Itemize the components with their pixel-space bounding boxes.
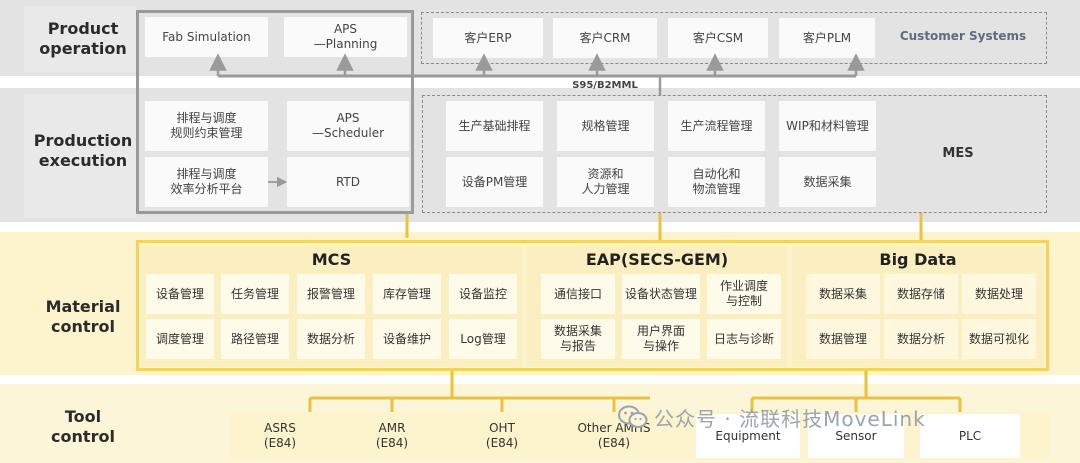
bigdata-title: Big Data (879, 249, 957, 269)
tier-label-panel-mat (24, 238, 136, 370)
mes-cell-data-collection: 数据采集 (779, 157, 876, 207)
mes-cell-automation-logistics: 自动化和 物流管理 (668, 157, 765, 207)
mcs-cell-equipment-monitor: 设备监控 (449, 274, 517, 314)
customer-erp-box: 客户ERP (433, 18, 543, 58)
tier-label-product-operation: Product operation (39, 19, 127, 58)
mcs-cell-alarm-mgmt: 报警管理 (297, 274, 365, 314)
wechat-icon (618, 404, 648, 430)
customer-plm-box: 客户PLM (779, 18, 875, 58)
mes-cell-resource-hr: 资源和 人力管理 (557, 157, 654, 207)
bigdata-cell-analysis: 数据分析 (884, 319, 958, 359)
mcs-cell-data-analysis: 数据分析 (297, 319, 365, 359)
mcs-cell-equipment-mgmt: 设备管理 (146, 274, 214, 314)
tier-label-material-control: Material control (45, 297, 121, 336)
mes-cell-equipment-pm: 设备PM管理 (446, 157, 543, 207)
customer-csm-box: 客户CSM (668, 18, 768, 58)
aps-column-frame (136, 10, 414, 214)
aps-planning-box: APS —Planning (284, 17, 407, 57)
eap-cell-job-dispatch: 作业调度 与控制 (707, 274, 781, 314)
mes-frame (422, 95, 1047, 213)
rtd-box: RTD (287, 157, 409, 207)
tier-label-panel-mid (24, 94, 136, 218)
bus-label: S95/B2MML (572, 79, 638, 91)
eap-cell-ui-operation: 用户界面 与操作 (622, 319, 700, 359)
tier-label-tool-control: Tool control (51, 407, 115, 446)
mcs-cell-dispatch-mgmt: 调度管理 (146, 319, 214, 359)
customer-systems-label: Customer Systems (899, 29, 1027, 43)
tool-asrs: ASRS (E84) (263, 421, 297, 450)
bigdata-cell-storage: 数据存储 (884, 274, 958, 314)
customer-systems-frame (421, 12, 1047, 64)
tool-oht: OHT (E84) (485, 421, 519, 450)
eap-cell-log-diagnostics: 日志与诊断 (707, 319, 781, 359)
bigdata-cell-collection: 数据采集 (806, 274, 880, 314)
mcs-cell-task-mgmt: 任务管理 (221, 274, 289, 314)
mcs-cell-inventory-mgmt: 库存管理 (373, 274, 441, 314)
eap-cell-data-report: 数据采集 与报告 (541, 319, 615, 359)
scheduling-rules-box: 排程与调度 规则约束管理 (145, 101, 268, 151)
tool-other-amhs: Other AMHS (E84) (577, 421, 651, 450)
watermark-text: 公众号 · 流联科技MoveLink (654, 406, 926, 431)
aps-scheduler-box: APS —Scheduler (287, 101, 409, 151)
customer-crm-box: 客户CRM (553, 18, 657, 58)
mes-cell-process-flow: 生产流程管理 (668, 101, 765, 151)
fab-simulation-box: Fab Simulation (145, 17, 268, 57)
scheduling-efficiency-box: 排程与调度 效率分析平台 (145, 157, 268, 207)
mcs-cell-log-mgmt: Log管理 (449, 319, 517, 359)
tool-amr: AMR (E84) (375, 421, 409, 450)
mes-label: MES (942, 145, 974, 161)
eap-title: EAP(SECS-GEM) (585, 249, 729, 269)
mes-cell-basic-scheduling: 生产基础排程 (446, 101, 543, 151)
bigdata-cell-processing: 数据处理 (962, 274, 1036, 314)
bigdata-cell-visualization: 数据可视化 (962, 319, 1036, 359)
eap-cell-comm-interface: 通信接口 (541, 274, 615, 314)
mcs-cell-route-mgmt: 路径管理 (221, 319, 289, 359)
tool-plc: PLC (920, 414, 1020, 458)
tier-label-panel-top (24, 6, 136, 72)
mcs-cell-equipment-maint: 设备维护 (373, 319, 441, 359)
tool-sensor: Sensor (808, 414, 904, 458)
mes-cell-spec-management: 规格管理 (557, 101, 654, 151)
bigdata-cell-management: 数据管理 (806, 319, 880, 359)
tool-equipment: Equipment (696, 414, 800, 458)
mes-cell-wip-material: WIP和材料管理 (779, 101, 876, 151)
tier-label-production-execution: Production execution (33, 131, 133, 170)
mcs-title: MCS (311, 249, 352, 269)
eap-cell-equipment-status: 设备状态管理 (622, 274, 700, 314)
